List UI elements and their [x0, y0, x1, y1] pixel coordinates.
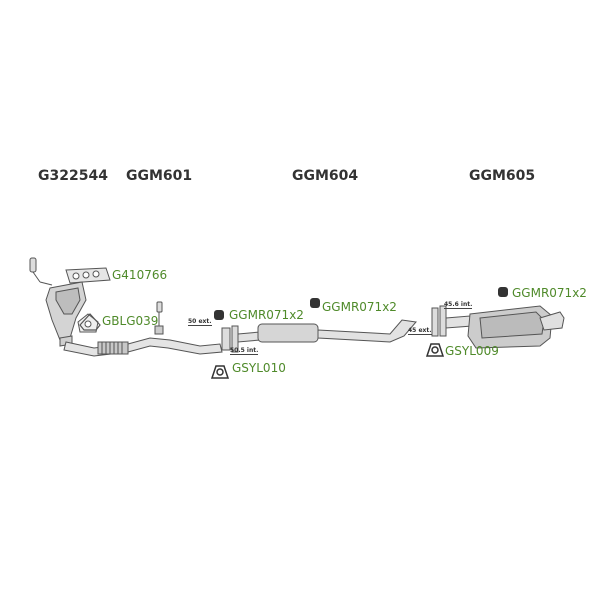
section-header-middle-silencer: GGM604	[292, 168, 359, 184]
dimension-label: 50 ext.	[188, 318, 212, 326]
clamp-icon	[210, 343, 445, 379]
part-label-gasket[interactable]: G410766	[112, 268, 168, 282]
catalytic-converter-icon	[45, 281, 87, 347]
dimension-label: 50.5 int.	[230, 347, 259, 355]
flex-pipe-icon	[97, 341, 129, 355]
part-label-clamp-1[interactable]: GSYL010	[232, 361, 286, 375]
flange-ring-icon	[79, 313, 101, 331]
section-header-catalyst: G322544	[38, 168, 108, 184]
part-label-clamp-2[interactable]: GSYL009	[445, 344, 499, 358]
dimension-label: 45 ext.	[408, 327, 432, 335]
joint-right-icon	[431, 305, 447, 337]
manifold-gasket-icon	[65, 267, 111, 284]
rubber-mount-icon	[214, 287, 508, 320]
section-header-front-pipe: GGM601	[126, 168, 193, 184]
flange-gasket-icon	[77, 313, 99, 333]
section-header-rear-silencer: GGM605	[469, 168, 536, 184]
part-label-mount-2[interactable]: GGMR071x2	[322, 300, 397, 314]
front-pipe-icon	[63, 337, 223, 357]
part-label-mount-1[interactable]: GGMR071x2	[229, 308, 304, 322]
part-label-mount-3[interactable]: GGMR071x2	[512, 286, 587, 300]
rear-silencer-icon	[445, 305, 565, 349]
middle-silencer-icon	[237, 319, 417, 343]
oxygen-sensor-icon	[29, 257, 53, 286]
part-label-flange[interactable]: GBLG039	[102, 314, 159, 328]
dimension-label: 45.6 int.	[444, 301, 473, 309]
sensor-icon	[154, 301, 164, 335]
